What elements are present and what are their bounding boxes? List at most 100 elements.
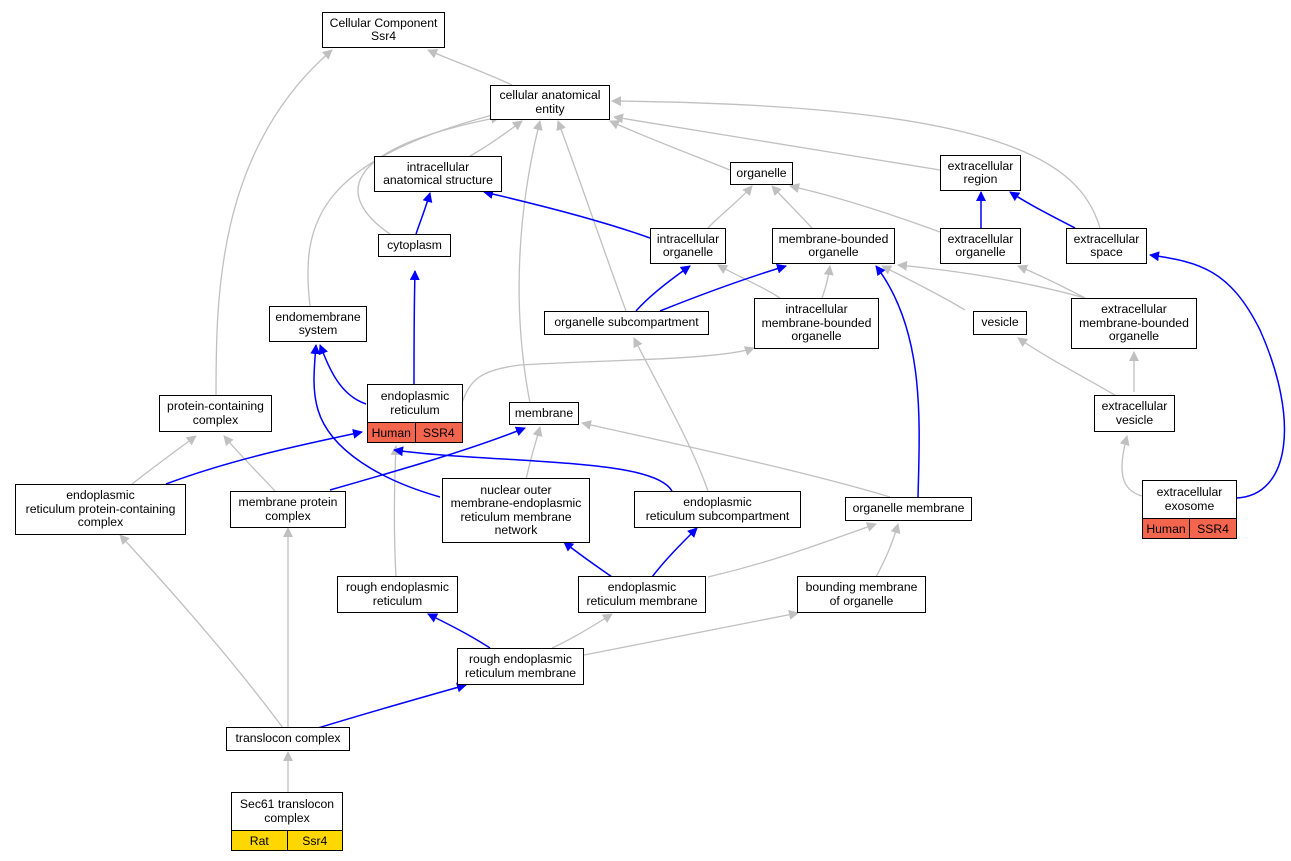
- edge-is-a: [1017, 337, 1119, 398]
- node-organelle-membrane[interactable]: organelle membrane: [845, 497, 972, 521]
- edge-part-of: [659, 263, 787, 312]
- edge-is-a: [707, 522, 877, 578]
- node-label: extracellular membrane-bounded organelle: [1079, 302, 1189, 344]
- annotation-row: Human SSR4: [1143, 518, 1236, 538]
- node-label: intracellular organelle: [656, 231, 720, 259]
- edge-is-a: [556, 120, 627, 312]
- node-intracellular-anatomical-structure[interactable]: intracellular anatomical structure: [374, 156, 502, 192]
- edge-is-a: [771, 185, 813, 229]
- gene-cell: Ssr4: [286, 831, 343, 850]
- edge-is-a: [881, 265, 966, 311]
- node-vesicle[interactable]: vesicle: [973, 311, 1027, 335]
- node-label: organelle: [736, 165, 787, 180]
- edge-is-a: [875, 523, 901, 578]
- node-intracellular-organelle[interactable]: intracellular organelle: [650, 228, 726, 264]
- node-label: Cellular Component Ssr4: [329, 15, 438, 43]
- edge-part-of: [1009, 191, 1076, 229]
- node-endomembrane-system[interactable]: endomembrane system: [269, 306, 367, 342]
- edge-part-of: [427, 613, 491, 649]
- node-label: endoplasmic reticulum: [380, 389, 450, 417]
- node-extracellular-space[interactable]: extracellular space: [1066, 228, 1147, 264]
- node-extracellular-organelle[interactable]: extracellular organelle: [940, 228, 1021, 264]
- node-er-protein-containing-complex[interactable]: endoplasmic reticulum protein-containing…: [15, 484, 186, 535]
- node-label: endomembrane system: [275, 309, 361, 337]
- node-label: membrane: [514, 405, 574, 420]
- node-protein-containing-complex[interactable]: protein-containing complex: [159, 395, 272, 432]
- gene-cell: SSR4: [414, 423, 463, 442]
- node-label: extracellular organelle: [947, 231, 1014, 259]
- species-cell: Rat: [249, 833, 269, 848]
- node-label: translocon complex: [235, 731, 341, 746]
- edge-part-of: [483, 189, 651, 239]
- node-rough-er[interactable]: rough endoplasmic reticulum: [337, 576, 458, 613]
- node-cellular-component[interactable]: Cellular Component Ssr4: [322, 12, 445, 48]
- edge-part-of: [875, 265, 920, 498]
- node-cellular-anatomical-entity[interactable]: cellular anatomical entity: [490, 85, 610, 120]
- node-rough-er-membrane[interactable]: rough endoplasmic reticulum membrane: [457, 648, 584, 685]
- node-cytoplasm[interactable]: cytoplasm: [378, 234, 451, 257]
- node-organelle-subcompartment[interactable]: organelle subcompartment: [544, 311, 709, 335]
- edge-is-a: [633, 337, 709, 492]
- edge-part-of: [1149, 251, 1286, 499]
- node-label: membrane-bounded organelle: [778, 231, 889, 259]
- node-membrane-bounded-organelle[interactable]: membrane-bounded organelle: [772, 228, 895, 264]
- node-label: cytoplasm: [387, 237, 442, 252]
- edge-is-a: [707, 185, 753, 229]
- annotation-row: Human SSR4: [368, 422, 462, 442]
- node-endoplasmic-reticulum[interactable]: endoplasmic reticulum Human SSR4: [367, 384, 463, 443]
- edge-is-a: [609, 120, 731, 171]
- edge-part-of: [651, 527, 698, 578]
- edge-is-a: [461, 346, 755, 404]
- edge-is-a: [215, 49, 333, 398]
- node-nuclear-outer-membrane-er-network[interactable]: nuclear outer membrane-endoplasmic retic…: [442, 478, 590, 543]
- node-label: rough endoplasmic reticulum: [346, 580, 449, 608]
- edge-is-a: [390, 445, 401, 578]
- node-label: organelle membrane: [852, 501, 965, 516]
- node-extracellular-vesicle[interactable]: extracellular vesicle: [1094, 395, 1175, 432]
- node-label: membrane protein complex: [238, 495, 338, 523]
- edge-is-a: [789, 183, 941, 233]
- node-label: extracellular region: [947, 158, 1014, 186]
- edge-part-of: [393, 446, 673, 492]
- node-translocon-complex[interactable]: translocon complex: [226, 727, 350, 751]
- edge-is-a: [1119, 435, 1143, 497]
- node-extracellular-membrane-bounded-organelle[interactable]: extracellular membrane-bounded organelle: [1071, 298, 1197, 349]
- node-label: Sec61 translocon complex: [239, 797, 335, 825]
- edge-is-a: [897, 260, 1086, 299]
- node-label: cellular anatomical entity: [499, 88, 601, 116]
- edge-is-a: [223, 435, 276, 492]
- gene-cell: SSR4: [1189, 519, 1236, 538]
- species-cell: Human: [371, 425, 411, 440]
- node-sec61-translocon-complex[interactable]: Sec61 translocon complex Rat Ssr4: [231, 792, 343, 851]
- node-label: protein-containing complex: [167, 399, 264, 427]
- node-label: nuclear outer membrane-endoplasmic retic…: [450, 482, 582, 537]
- edge-part-of: [317, 682, 467, 729]
- species-cell: Human: [1146, 521, 1186, 536]
- node-bounding-membrane-of-organelle[interactable]: bounding membrane of organelle: [797, 576, 926, 613]
- edge-is-a: [551, 613, 613, 649]
- node-organelle[interactable]: organelle: [730, 162, 793, 185]
- edge-is-a: [525, 426, 543, 481]
- edge-is-a: [307, 110, 501, 307]
- edge-is-a: [518, 120, 543, 404]
- node-label: intracellular anatomical structure: [383, 159, 493, 187]
- node-membrane[interactable]: membrane: [509, 402, 579, 425]
- annotation-row: Rat Ssr4: [232, 830, 342, 850]
- edge-is-a: [821, 265, 834, 299]
- node-label: bounding membrane of organelle: [805, 580, 918, 608]
- node-er-membrane[interactable]: endoplasmic reticulum membrane: [578, 576, 706, 613]
- edge-part-of: [635, 265, 691, 312]
- node-label: endoplasmic reticulum protein-containing…: [25, 488, 176, 530]
- node-extracellular-exosome[interactable]: extracellular exosome Human SSR4: [1142, 480, 1237, 539]
- node-er-subcompartment[interactable]: endoplasmic reticulum subcompartment: [634, 491, 801, 528]
- node-intracellular-membrane-bounded-organelle[interactable]: intracellular membrane-bounded organelle: [754, 298, 879, 349]
- node-label: intracellular membrane-bounded organelle: [761, 302, 872, 344]
- node-label: endoplasmic reticulum membrane: [586, 580, 698, 608]
- node-extracellular-region[interactable]: extracellular region: [940, 155, 1021, 191]
- node-membrane-protein-complex[interactable]: membrane protein complex: [230, 491, 346, 528]
- edge-is-a: [1017, 264, 1086, 299]
- node-label: rough endoplasmic reticulum membrane: [464, 652, 577, 680]
- edge-is-a: [427, 49, 513, 86]
- edge-is-a: [469, 120, 523, 157]
